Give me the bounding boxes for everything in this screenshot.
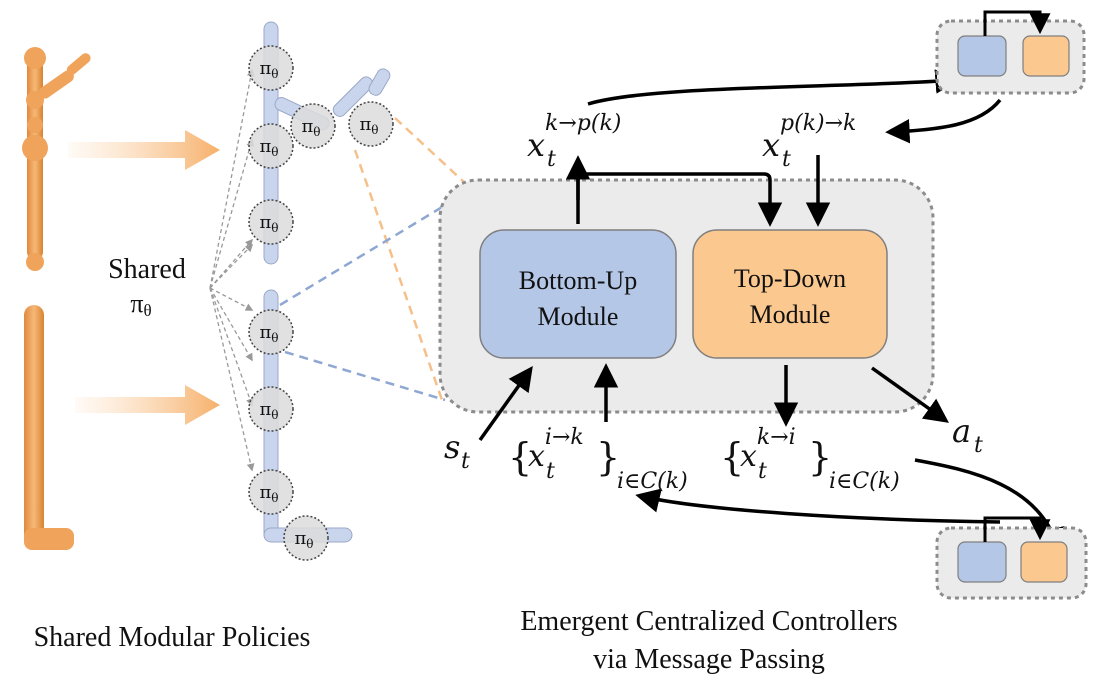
flow-arrow-top bbox=[68, 130, 220, 170]
policy-node-label: πθ bbox=[359, 114, 378, 137]
policy-node bbox=[283, 515, 329, 561]
left-caption: Shared Modular Policies bbox=[34, 622, 311, 653]
policy-node bbox=[248, 386, 294, 432]
policy-node-label: πθ bbox=[259, 399, 278, 422]
children-out-close: } bbox=[808, 435, 832, 479]
children-out-x: xk→i bbox=[740, 425, 796, 474]
panel-arrows bbox=[478, 69, 1065, 553]
policy-share-arrows bbox=[209, 68, 255, 472]
policy-node bbox=[290, 103, 336, 149]
policy-node bbox=[248, 309, 294, 355]
policy-node bbox=[248, 469, 294, 515]
children-out-t: t bbox=[758, 459, 767, 484]
children-out-index: i∈C(k) bbox=[829, 469, 900, 494]
policy-node bbox=[248, 199, 294, 245]
children-in-label: { bbox=[508, 435, 532, 479]
policy-node bbox=[348, 101, 394, 147]
humanoid-agent bbox=[22, 47, 91, 271]
state-t: t bbox=[461, 449, 470, 474]
shared-pi: πθ bbox=[130, 289, 151, 320]
children-out-label: { bbox=[720, 435, 744, 479]
projection-lines bbox=[279, 117, 466, 402]
msg-down-label: xp(k)→k bbox=[762, 111, 856, 164]
msg-up-label: xk→p(k) bbox=[527, 111, 621, 164]
right-caption-2: via Message Passing bbox=[593, 644, 825, 675]
policy-node-label: πθ bbox=[301, 116, 320, 139]
policy-node bbox=[248, 123, 294, 169]
shared-label: Shared bbox=[108, 254, 186, 285]
children-in-close: } bbox=[596, 435, 620, 479]
bottom-up-module bbox=[479, 229, 677, 359]
policy-node-label: πθ bbox=[294, 528, 313, 551]
children-in-x: xi→k bbox=[528, 425, 584, 474]
bottom-up-label-2: Module bbox=[538, 302, 619, 331]
child-node-panel bbox=[935, 516, 1088, 600]
action-label: a bbox=[952, 412, 971, 450]
state-label: s bbox=[444, 428, 460, 466]
children-in-t: t bbox=[546, 459, 555, 484]
policy-node bbox=[248, 45, 294, 91]
policy-node-label: πθ bbox=[259, 136, 278, 159]
children-in-index: i∈C(k) bbox=[617, 469, 688, 494]
flow-arrow-bottom bbox=[75, 385, 220, 425]
top-down-label-1: Top-Down bbox=[734, 264, 846, 293]
hopper-agent bbox=[24, 305, 74, 550]
right-caption-1: Emergent Centralized Controllers bbox=[520, 606, 897, 637]
action-t: t bbox=[974, 433, 983, 458]
msg-up-t: t bbox=[547, 147, 556, 172]
top-down-label-2: Module bbox=[750, 300, 831, 329]
top-down-module bbox=[692, 229, 888, 359]
parent-node-panel bbox=[935, 10, 1086, 95]
policy-node-label: πθ bbox=[259, 58, 278, 81]
bottom-up-label-1: Bottom-Up bbox=[519, 266, 637, 295]
policy-node-label: πθ bbox=[259, 482, 278, 505]
policy-node-label: πθ bbox=[259, 212, 278, 235]
policy-node-label: πθ bbox=[259, 322, 278, 345]
msg-down-t: t bbox=[782, 147, 791, 172]
